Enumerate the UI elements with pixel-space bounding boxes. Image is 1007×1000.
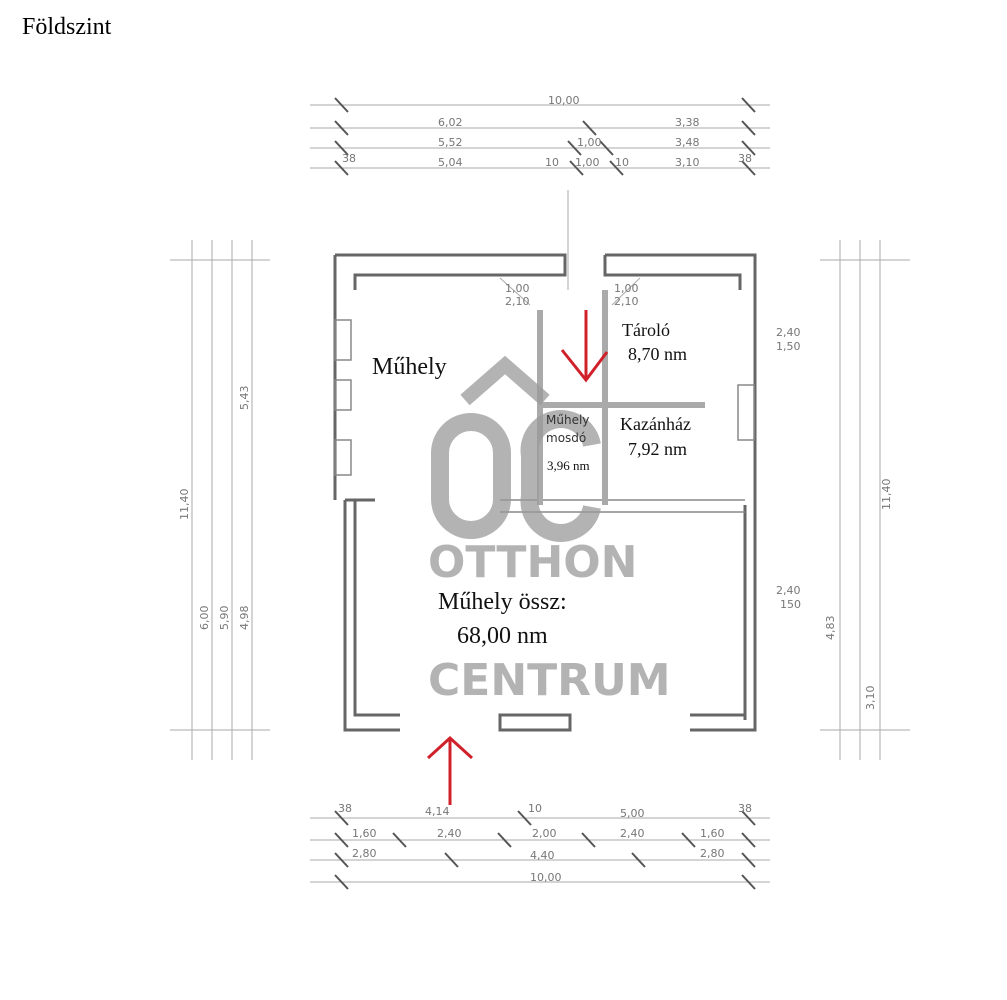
dim-label: 4,40	[530, 849, 555, 862]
dim-label: 6,00	[198, 606, 211, 631]
watermark-line2: CENTRUM	[428, 655, 671, 706]
dim-label: 3,10	[864, 686, 877, 711]
dim-label: 5,04	[438, 156, 463, 169]
dim-label: 10	[615, 156, 629, 169]
dim-label: 2,00	[532, 827, 557, 840]
dim-label: 4,83	[824, 616, 837, 641]
dim-label: 2,80	[700, 847, 725, 860]
room-muhely: Műhely	[372, 354, 447, 380]
dim-label: 11,40	[178, 489, 191, 521]
watermark-line1: OTTHON	[428, 537, 638, 588]
dim-label: 2,40	[620, 827, 645, 840]
dim-label: 150	[780, 598, 801, 611]
room-kazanhaz-area: 7,92 nm	[628, 439, 687, 459]
dim-label: 3,38	[675, 116, 700, 129]
room-tarolo-area: 8,70 nm	[628, 344, 687, 364]
dim-label: 3,10	[675, 156, 700, 169]
dim-label: 1,50	[776, 340, 801, 353]
left-dimensions: 11,40 5,43 6,00 5,90 4,98	[170, 240, 270, 760]
total-area-value: 68,00 nm	[457, 623, 548, 649]
room-labels: Műhely Tároló 8,70 nm Műhely mosdó 3,96 …	[372, 320, 691, 649]
dim-label: 11,40	[880, 479, 893, 511]
room-kazanhaz: Kazánház	[620, 414, 691, 434]
room-mosdo-line2: mosdó	[546, 431, 586, 445]
dim-label: 10	[545, 156, 559, 169]
dim-label: 5,43	[238, 386, 251, 411]
dim-label: 5,00	[620, 807, 645, 820]
dim-label: 38	[738, 802, 752, 815]
dim-label: 5,52	[438, 136, 463, 149]
dim-label: 1,60	[700, 827, 725, 840]
top-dimensions: 10,00 6,02 3,38 5,52 1,00 3,48 5,04 10 1…	[310, 94, 770, 176]
dim-label: 10	[528, 802, 542, 815]
dim-label: 3,48	[675, 136, 700, 149]
dim-label: 5,90	[218, 606, 231, 631]
watermark-logo-c	[520, 410, 601, 542]
dim-label: 2,40	[437, 827, 462, 840]
dim-label: 4,98	[238, 606, 251, 631]
door-width-label: 1,00	[505, 282, 530, 295]
bottom-dimensions: 38 4,14 10 5,00 38 1,60 2,40 2,00 2,40 1…	[310, 802, 770, 890]
dim-label: 2,80	[352, 847, 377, 860]
watermark-logo-o	[431, 413, 511, 539]
room-mosdo: Műhely	[546, 413, 589, 427]
door-height-label: 2,10	[505, 295, 530, 308]
otthon-centrum-watermark: OTTHON CENTRUM	[428, 355, 671, 706]
dim-label: 2,40	[776, 326, 801, 339]
walls	[333, 190, 757, 732]
door-height-label: 2,10	[614, 295, 639, 308]
dim-label: 6,02	[438, 116, 463, 129]
floor-title: Földszint	[22, 14, 112, 40]
dim-label: 38	[338, 802, 352, 815]
room-tarolo: Tároló	[622, 320, 670, 340]
dim-label: 38	[738, 152, 752, 165]
door-dimensions: 1,00 2,10 1,00 2,10	[505, 282, 639, 308]
total-area-label: Műhely össz:	[438, 589, 567, 615]
right-dimensions: 11,40 2,40 1,50 2,40 150 4,83 3,10	[776, 240, 910, 760]
room-mosdo-area: 3,96 nm	[547, 458, 590, 473]
dim-label: 4,14	[425, 805, 450, 818]
door-width-label: 1,00	[614, 282, 639, 295]
dim-label: 1,60	[352, 827, 377, 840]
dim-label: 2,40	[776, 584, 801, 597]
entrance-arrow-icon	[426, 735, 474, 805]
stair-down-arrow-icon	[560, 310, 609, 383]
dim-label: 1,00	[575, 156, 600, 169]
dim-label: 1,00	[577, 136, 602, 149]
dim-top-total: 10,00	[548, 94, 580, 107]
dim-label: 10,00	[530, 871, 562, 884]
dim-label: 38	[342, 152, 356, 165]
